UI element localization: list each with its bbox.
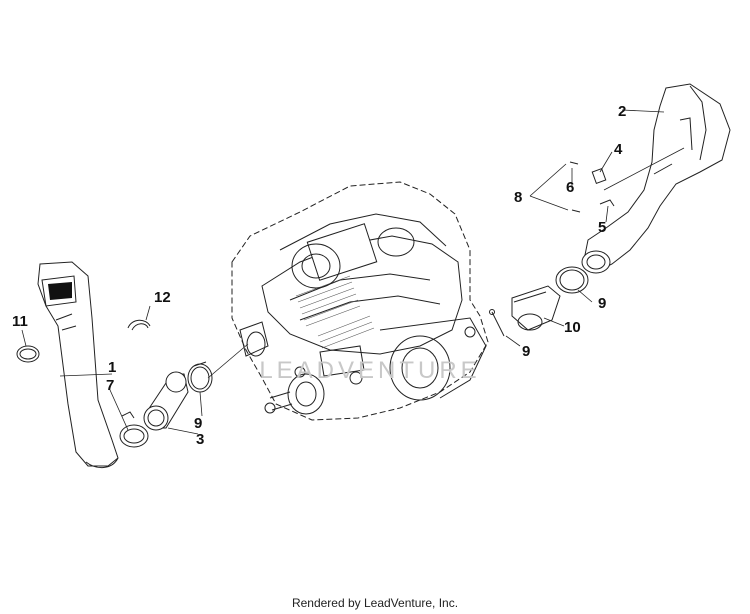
ring-clamp-11 xyxy=(16,345,40,363)
part-label-1: 1 xyxy=(108,359,116,376)
part-label-6: 6 xyxy=(566,179,574,196)
part-label-8: 7 xyxy=(106,377,114,394)
part-label-10: 10 xyxy=(564,319,581,336)
part-label-9-pin: 9 xyxy=(522,343,530,360)
clamp-9-left xyxy=(187,361,213,393)
part-label-9-right: 9 xyxy=(598,295,606,312)
part-label-5: 5 xyxy=(598,219,606,236)
part-labels: 11 1 7 12 9 3 2 4 6 8 5 9 10 9 xyxy=(12,103,626,448)
engine-assembly: LEADVENTURE xyxy=(231,181,489,421)
part-label-7: 8 xyxy=(514,189,522,206)
boot-10 xyxy=(511,285,561,331)
boot-3 xyxy=(143,371,189,431)
clamp-8 xyxy=(119,411,149,448)
leader-lines xyxy=(21,109,665,435)
clamp-9-right xyxy=(555,266,589,294)
part-label-2: 2 xyxy=(618,103,626,120)
right-intake-duct xyxy=(581,83,731,274)
ring-clamp-12 xyxy=(127,319,151,331)
part-label-11: 11 xyxy=(12,313,28,330)
part-label-12: 12 xyxy=(154,289,171,306)
footer-credit: Rendered by LeadVenture, Inc. xyxy=(291,596,459,610)
part-label-9-left: 9 xyxy=(194,415,202,432)
part-label-4: 4 xyxy=(614,141,623,158)
pin-9 xyxy=(489,309,505,337)
watermark: LEADVENTURE xyxy=(259,357,480,384)
part-label-3: 3 xyxy=(196,431,204,448)
hardware-4-5-6 xyxy=(569,147,685,213)
left-intake-duct xyxy=(37,261,119,468)
